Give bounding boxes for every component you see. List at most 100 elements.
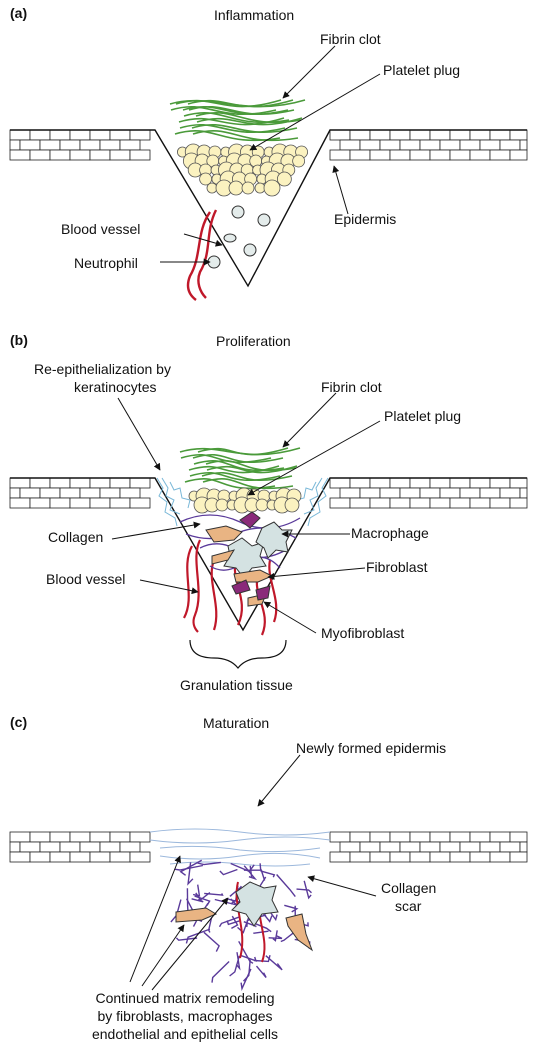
skin-brick (369, 149, 391, 161)
fibrin-strand (197, 447, 289, 456)
skin-brick (109, 831, 131, 843)
fibrin-strand (196, 117, 303, 126)
skin-brick (59, 139, 81, 151)
platelet (263, 179, 281, 197)
skin-brick (29, 149, 51, 161)
free-cells (207, 205, 271, 269)
fibrin-strand (183, 112, 290, 124)
platelet-plug-label: Platelet plug (383, 62, 461, 78)
collagen-fiber (243, 921, 257, 928)
skin-brick (69, 831, 91, 843)
collagen-fiber (296, 888, 312, 894)
skin-brick (489, 851, 511, 863)
skin-brick (129, 851, 151, 863)
skin-brick (39, 487, 61, 499)
blood-vessel-label: Blood vessel (61, 221, 141, 237)
scar-cells (175, 881, 314, 952)
panel-b-arrows (111, 392, 381, 634)
skin-brick (29, 497, 51, 509)
skin-brick (9, 139, 21, 151)
skin-brick (459, 139, 481, 151)
skin-brick (519, 139, 528, 151)
skin-brick (469, 851, 491, 863)
skin-brick (89, 149, 111, 161)
skin-brick (469, 497, 491, 509)
collagen-label: Collagen (48, 529, 104, 545)
collagen-fiber (194, 895, 211, 906)
skin-brick (419, 487, 441, 499)
collagen-fiber (253, 930, 269, 934)
skin-brick (409, 149, 431, 161)
skin-brick (359, 487, 381, 499)
skin-brick (429, 149, 451, 161)
collagen-fiber (284, 904, 299, 913)
skin-brick (469, 831, 491, 843)
skin-brick (489, 831, 511, 843)
skin-brick (409, 129, 431, 141)
epidermis-layer (9, 129, 528, 161)
platelet (292, 154, 306, 168)
fibrin-strand (170, 106, 277, 116)
skin-brick (429, 497, 451, 509)
collagen-fiber (239, 954, 257, 962)
skin-brick (439, 139, 461, 151)
collagen-fiber (254, 955, 271, 963)
collagen-fiber (268, 935, 283, 940)
collagen-fiber (185, 928, 211, 944)
skin-brick (109, 851, 131, 863)
skin-brick (49, 497, 71, 509)
skin-brick (389, 149, 411, 161)
collagen-fiber (203, 931, 220, 952)
granulation-tissue-brace (189, 639, 287, 669)
platelet-plug-label: Platelet plug (384, 408, 462, 424)
skin-brick (429, 477, 451, 489)
skin-brick (329, 149, 351, 161)
skin-brick (399, 841, 421, 853)
collagen-fiber (252, 921, 272, 933)
skin-brick (329, 851, 351, 863)
skin-brick (89, 497, 111, 509)
skin-brick (9, 497, 31, 509)
collagen-fiber (272, 930, 278, 942)
fibrin-strand (206, 465, 298, 474)
fibrin-strand (189, 472, 281, 482)
skin-brick (9, 851, 31, 863)
collagen-fiber (230, 862, 255, 873)
skin-brick (49, 149, 71, 161)
skin-brick (449, 851, 471, 863)
collagen-fiber (179, 859, 203, 876)
skin-brick (49, 129, 71, 141)
remodeling-label-3: endothelial and epithelial cells (91, 1026, 279, 1042)
skin-brick (509, 851, 528, 863)
collagen-fiber (243, 863, 262, 871)
collagen-fiber (219, 868, 238, 876)
skin-brick (379, 841, 401, 853)
skin-brick (349, 149, 371, 161)
skin-brick (59, 487, 81, 499)
skin-brick (49, 851, 71, 863)
collagen-fiber (191, 898, 204, 903)
skin-brick (449, 497, 471, 509)
skin-brick (69, 149, 91, 161)
skin-brick (499, 487, 521, 499)
skin-brick (449, 129, 471, 141)
skin-brick (379, 487, 401, 499)
skin-brick (339, 487, 361, 499)
skin-brick (449, 477, 471, 489)
skin-brick (389, 477, 411, 489)
skin-brick (479, 139, 501, 151)
skin-brick (399, 139, 421, 151)
granulation-tissue-label: Granulation tissue (180, 677, 293, 693)
skin-brick (329, 497, 351, 509)
fibrin-strand (188, 106, 295, 116)
skin-brick (89, 129, 111, 141)
skin-brick (449, 831, 471, 843)
panel-b-title: Proliferation (216, 333, 291, 349)
reepithelialization-label-1: Re-epithelialization by (34, 361, 171, 377)
platelet (255, 498, 269, 512)
skin-brick (129, 497, 151, 509)
skin-brick (109, 477, 131, 489)
panel-a-arrows (160, 45, 381, 266)
newly-formed-epidermis-label: Newly formed epidermis (296, 740, 447, 756)
epidermis-layer (9, 477, 528, 509)
